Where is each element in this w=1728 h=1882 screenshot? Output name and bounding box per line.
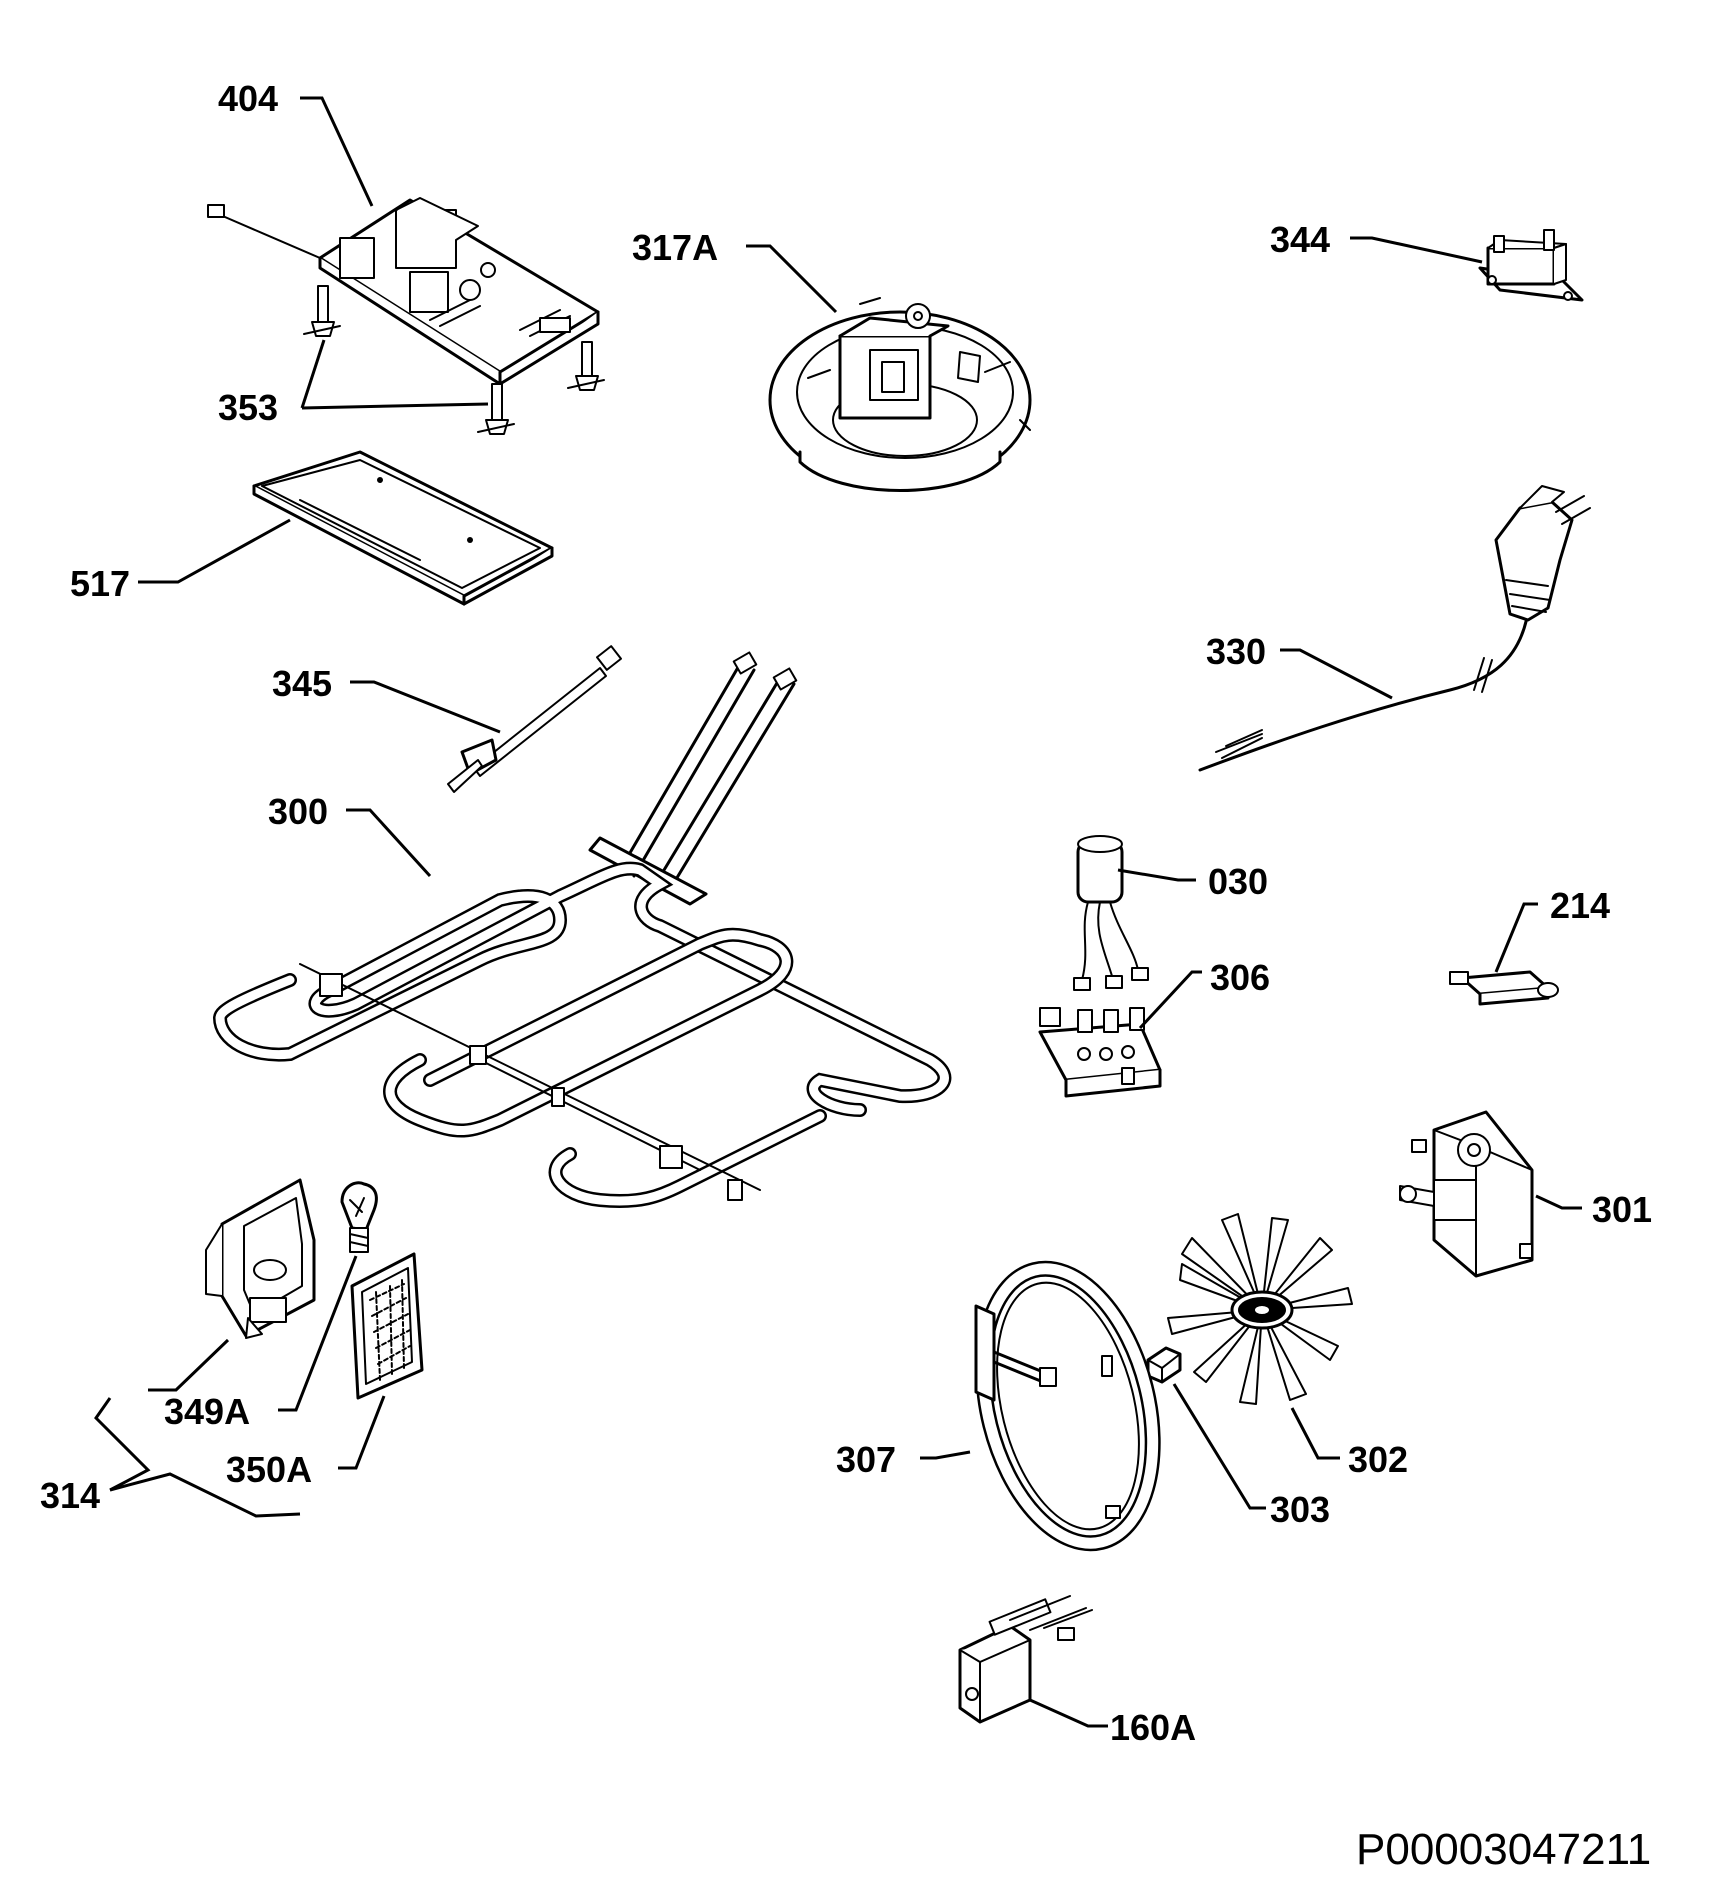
part-160a-door-switch: 160A <box>958 1595 1196 1748</box>
part-303-nut: 303 <box>1146 1346 1330 1530</box>
part-317a-fan-motor: 317A <box>632 227 1032 492</box>
part-345-temperature-sensor: 345 <box>272 645 623 793</box>
label-517: 517 <box>70 563 130 604</box>
part-314-lamp-housing: 314 <box>40 1178 316 1518</box>
label-214: 214 <box>1550 885 1610 926</box>
label-160a: 160A <box>1110 1707 1196 1748</box>
part-350a-lamp-cover: 350A <box>226 1252 424 1490</box>
label-030: 030 <box>1208 861 1268 902</box>
label-353: 353 <box>218 387 278 428</box>
part-302-fan-impeller: 302 <box>1167 1213 1408 1480</box>
label-317a: 317A <box>632 227 718 268</box>
part-404-control-board: 404 <box>207 78 600 386</box>
label-302: 302 <box>1348 1439 1408 1480</box>
label-330: 330 <box>1206 631 1266 672</box>
part-353-spacers: 353 <box>218 285 605 435</box>
part-349a-bulb: 349A <box>164 1181 378 1432</box>
part-517-cover-plate: 517 <box>70 450 554 606</box>
label-300: 300 <box>268 791 328 832</box>
part-344-switch: 344 <box>1270 219 1584 302</box>
part-030-capacitor: 030 <box>1073 835 1268 991</box>
part-307-ring-element: 307 <box>836 1260 1161 1552</box>
label-345: 345 <box>272 663 332 704</box>
label-344: 344 <box>1270 219 1330 260</box>
label-303: 303 <box>1270 1489 1330 1530</box>
part-330-mains-cable: 330 <box>1198 485 1591 772</box>
label-314: 314 <box>40 1475 100 1516</box>
part-300-heating-element: 300 <box>212 651 952 1209</box>
part-306-terminal-block: 306 <box>1038 957 1270 1098</box>
label-349a: 349A <box>164 1391 250 1432</box>
document-code: P00003047211 <box>1356 1825 1651 1874</box>
label-404: 404 <box>218 78 278 119</box>
label-350a: 350A <box>226 1449 312 1490</box>
part-214-component: 214 <box>1449 885 1610 1006</box>
label-307: 307 <box>836 1439 896 1480</box>
part-301-motor: 301 <box>1399 1110 1652 1278</box>
label-306: 306 <box>1210 957 1270 998</box>
label-301: 301 <box>1592 1189 1652 1230</box>
